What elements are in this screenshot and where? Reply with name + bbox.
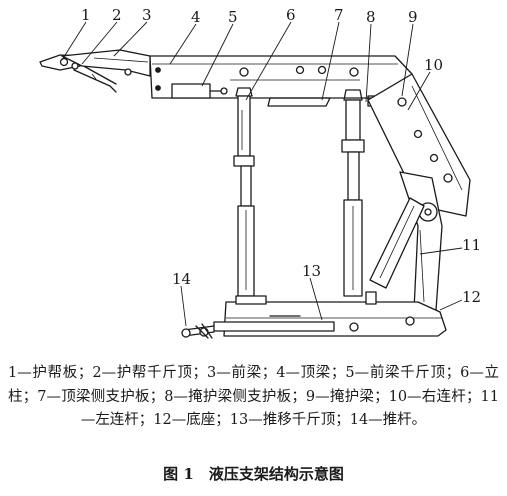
- callout-11: 11: [462, 236, 481, 254]
- callout-3: 3: [142, 6, 152, 24]
- front-column: [233, 87, 255, 297]
- callout-6: 6: [286, 6, 296, 24]
- side-protection-jack: [73, 63, 117, 93]
- roof-beam: [149, 55, 413, 99]
- callout-12: 12: [462, 288, 481, 306]
- callout-1: 1: [81, 6, 91, 24]
- push-rod: [181, 323, 215, 339]
- front-beam: [61, 49, 151, 77]
- side-protection-plate: [39, 54, 83, 71]
- roof-beam-side-plate: [267, 97, 331, 107]
- callout-7: 7: [334, 6, 344, 24]
- callout-13: 13: [302, 262, 321, 280]
- figure-title: 图 1 液压支架结构示意图: [163, 465, 344, 483]
- figure-legend: 1—护帮板；2—护帮千斤顶；3—前梁；4—顶梁；5—前梁千斤顶；6—立柱；7—顶…: [8, 365, 499, 428]
- callout-10: 10: [424, 56, 443, 74]
- roof-beam-bolts: [155, 65, 359, 91]
- callout-8: 8: [366, 8, 376, 26]
- callout-2: 2: [112, 6, 122, 24]
- front-beam-jack: [171, 83, 228, 99]
- rear-column: [341, 89, 365, 297]
- left-connecting-rod: [369, 197, 425, 289]
- callout-5: 5: [228, 8, 238, 26]
- support-structure-drawing: 1 2 3 4 5 6 7 8 9 10 11 12 13 14: [39, 6, 481, 339]
- callout-9: 9: [408, 8, 418, 26]
- callout-14: 14: [172, 270, 191, 288]
- callout-leaders: [61, 21, 463, 327]
- callout-4: 4: [191, 8, 201, 26]
- callout-labels: 1 2 3 4 5 6 7 8 9 10 11 12 13 14: [81, 6, 481, 306]
